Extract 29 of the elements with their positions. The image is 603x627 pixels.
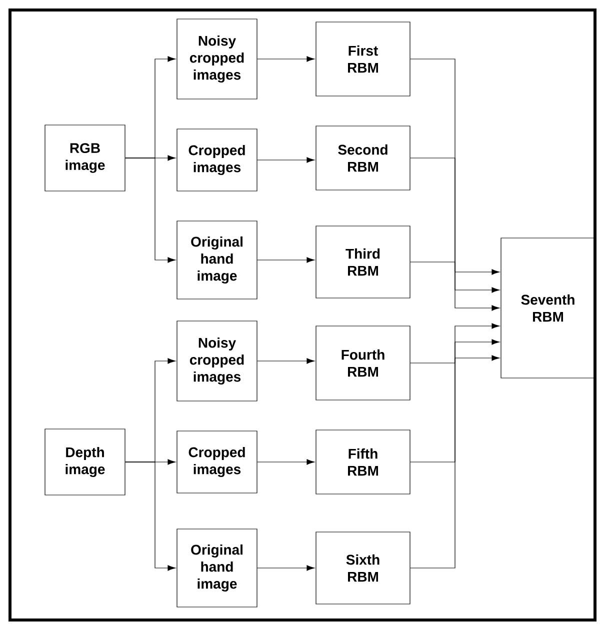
process-box: Fifth RBM	[316, 430, 410, 494]
arrow	[257, 157, 315, 163]
arrow	[257, 56, 315, 62]
arrow	[410, 323, 500, 364]
process-box: Seventh RBM	[500, 238, 596, 378]
process-box: Sixth RBM	[316, 532, 410, 604]
arrow	[125, 462, 176, 571]
arrow	[410, 58, 500, 275]
arrow	[410, 339, 500, 462]
arrow	[125, 158, 176, 263]
arrow	[410, 158, 500, 293]
arrow	[410, 262, 500, 311]
process-box: Third RBM	[316, 226, 410, 298]
process-box: Depth image	[44, 428, 126, 496]
arrow	[257, 565, 315, 571]
arrow	[257, 257, 315, 263]
process-box: RGB image	[44, 124, 126, 192]
process-box: Cropped images	[176, 128, 258, 192]
process-box: Noisy cropped images	[176, 320, 258, 402]
process-box: Fourth RBM	[316, 326, 410, 400]
process-box: First RBM	[316, 22, 410, 96]
process-box: Original hand image	[176, 220, 258, 300]
arrow	[257, 459, 315, 465]
arrow	[410, 355, 500, 568]
process-box: Noisy cropped images	[176, 18, 258, 100]
process-box: Cropped images	[176, 430, 258, 494]
process-box: Second RBM	[316, 126, 410, 190]
arrow	[257, 358, 315, 364]
process-box: Original hand image	[176, 528, 258, 608]
